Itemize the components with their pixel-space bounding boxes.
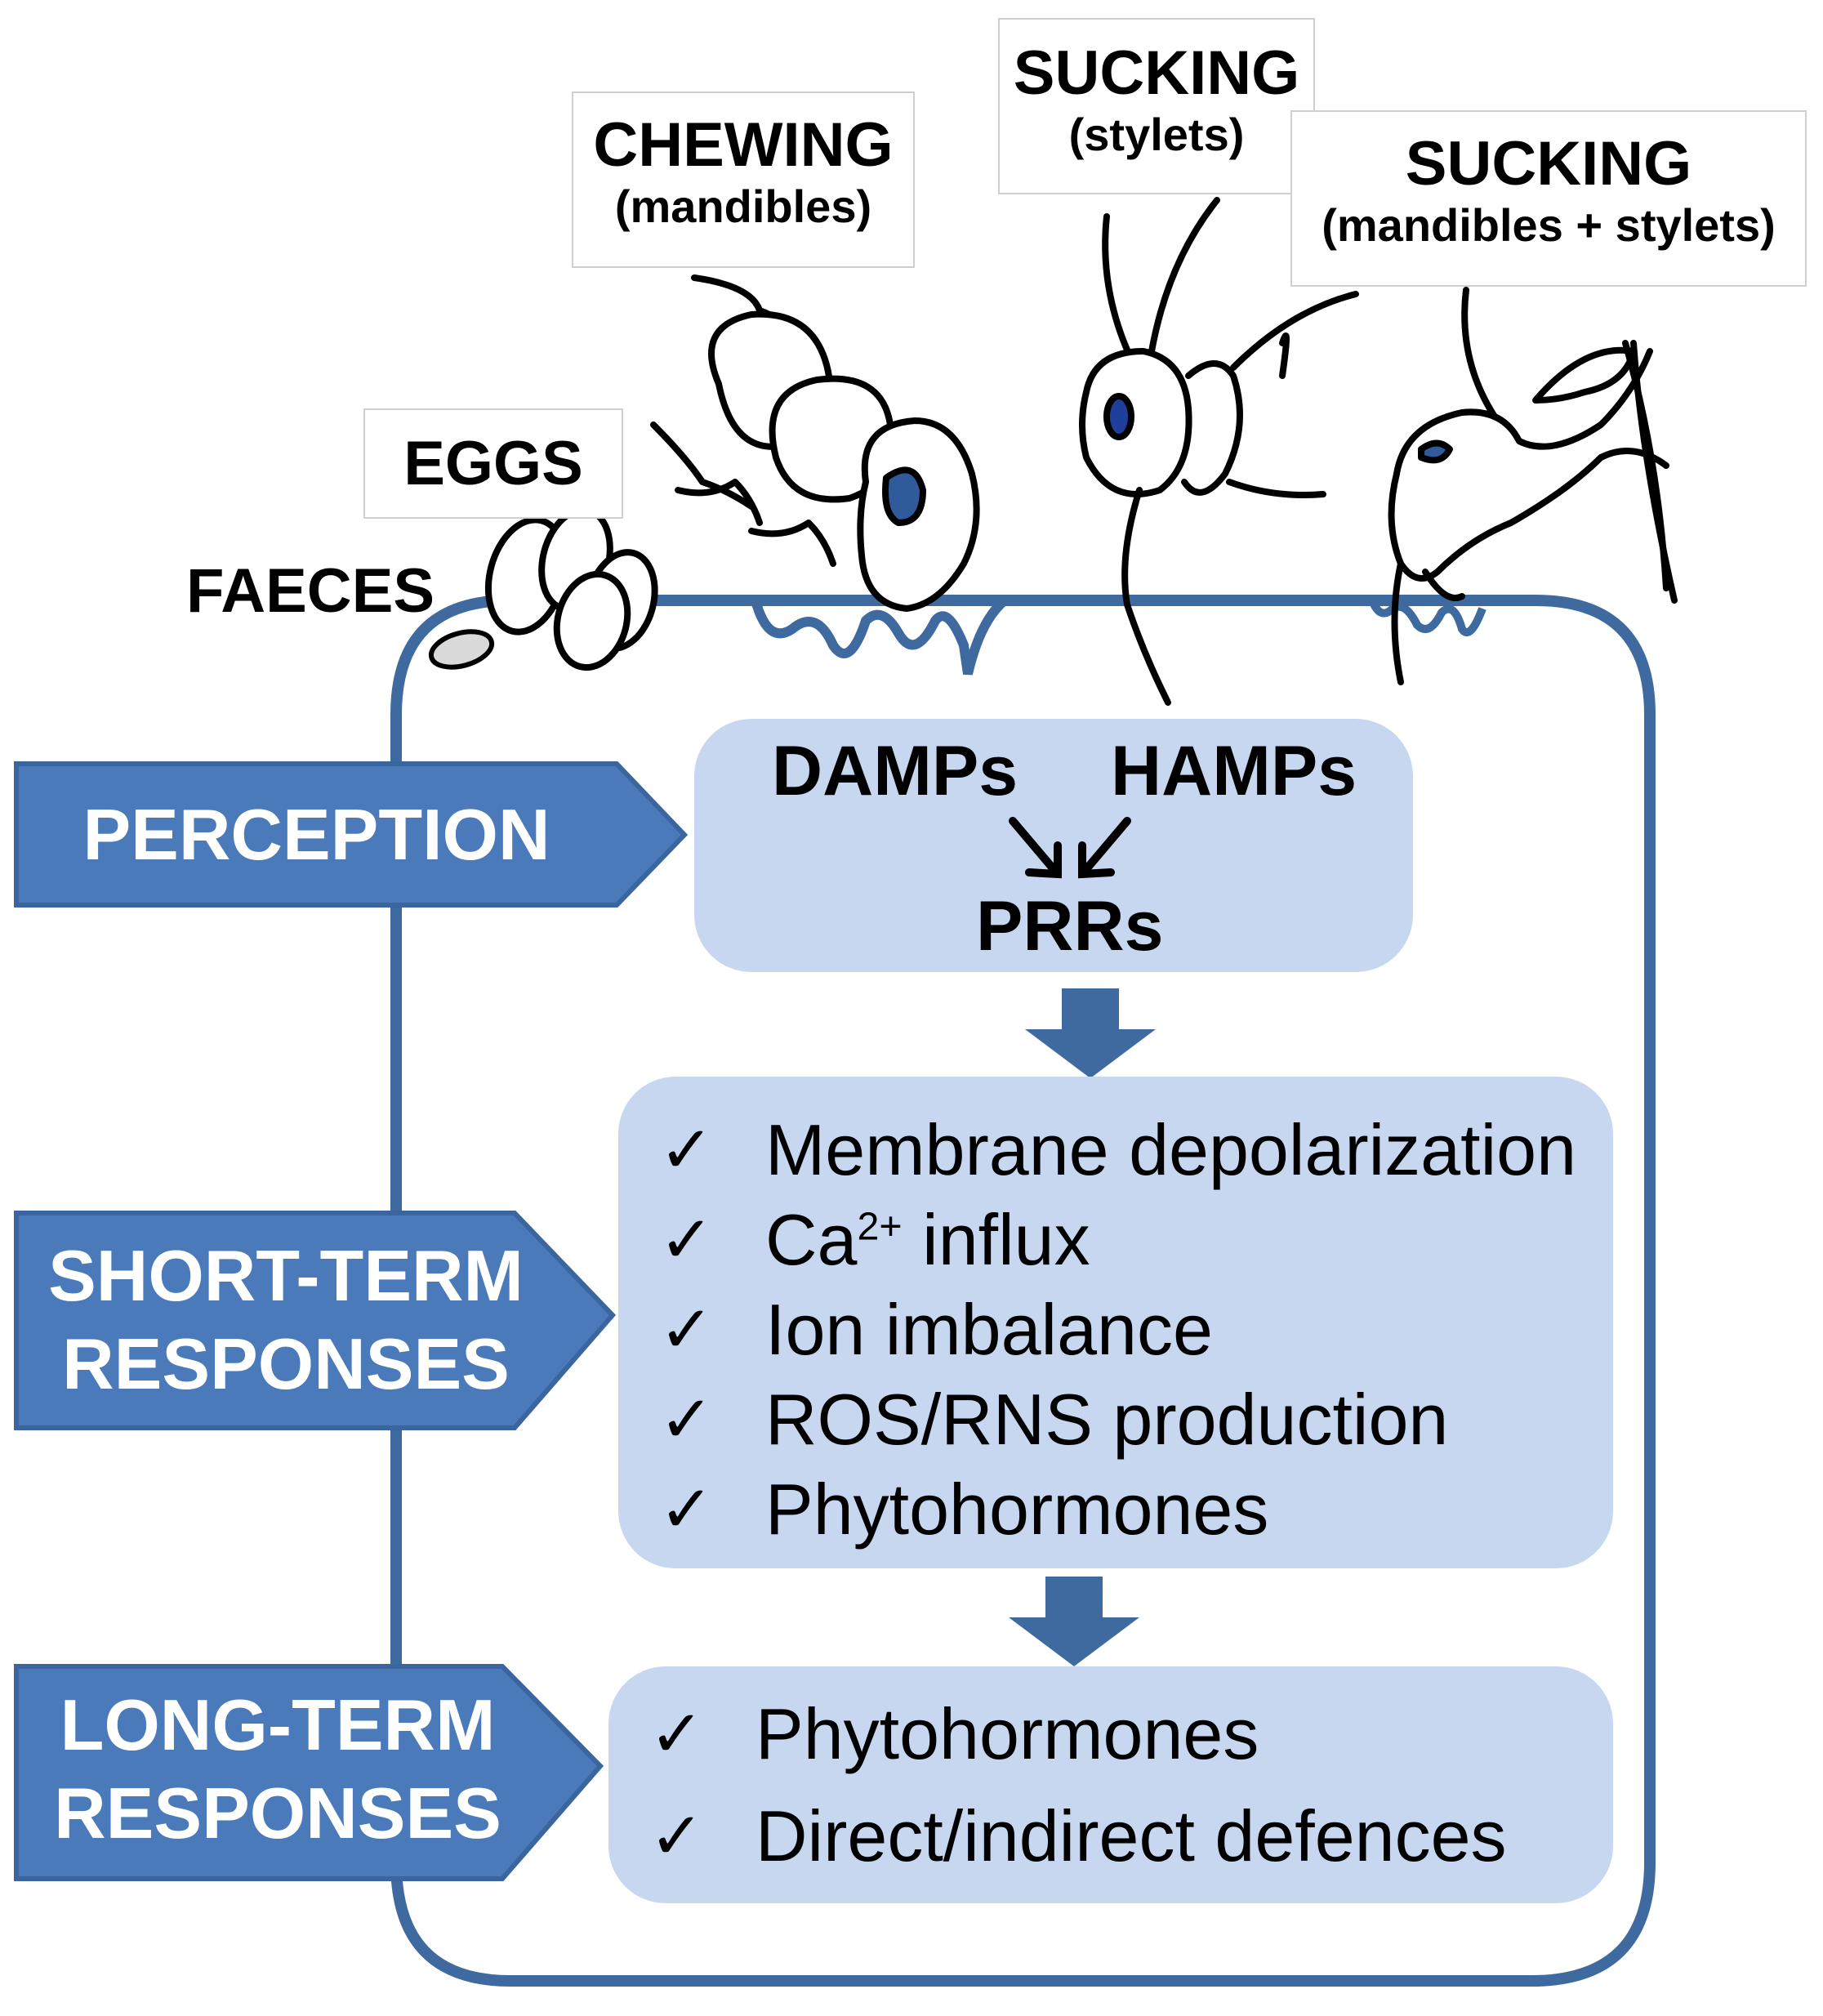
stage-label-perception: PERCEPTION bbox=[82, 794, 550, 875]
list-item: ✓Membrane depolarization bbox=[635, 1105, 1576, 1195]
sucking-mandibles-stylets-subtitle: (mandibles + stylets) bbox=[1322, 199, 1776, 252]
list-item: ✓Direct/indirect defences bbox=[625, 1785, 1507, 1887]
faeces-label: FAECES bbox=[186, 556, 435, 626]
hamps-label: HAMPs bbox=[1111, 732, 1357, 810]
damps-label: DAMPs bbox=[772, 732, 1018, 810]
chewing-label-box: CHEWING (mandibles) bbox=[572, 91, 915, 268]
flow-arrow-2 bbox=[1009, 1577, 1139, 1666]
check-icon: ✓ bbox=[649, 1800, 705, 1872]
eggs-label: EGGS bbox=[403, 429, 583, 498]
sucking-mandibles-stylets-title: SUCKING bbox=[1405, 129, 1692, 198]
check-icon: ✓ bbox=[659, 1473, 715, 1545]
flow-arrow-1 bbox=[1025, 988, 1156, 1078]
chewing-insect-icon bbox=[650, 274, 980, 612]
membrane-damage-sucking bbox=[1368, 598, 1486, 636]
faeces-icon bbox=[428, 629, 495, 670]
list-item: ✓Ca2+ influx bbox=[635, 1195, 1576, 1285]
stage-arrow-perception bbox=[14, 761, 689, 908]
sucking-stylets-title: SUCKING bbox=[1013, 38, 1300, 108]
check-icon: ✓ bbox=[659, 1293, 715, 1366]
sucking-stylets-insect-icon bbox=[1079, 197, 1359, 706]
membrane-damage-chewing bbox=[751, 596, 1008, 676]
list-item: ✓Phytohormones bbox=[625, 1683, 1507, 1785]
perception-panel: DAMPs HAMPs PRRs bbox=[694, 719, 1413, 972]
long-term-panel: ✓Phytohormones ✓Direct/indirect defences bbox=[608, 1666, 1613, 1903]
check-icon: ✓ bbox=[649, 1697, 705, 1770]
short-term-list: ✓Membrane depolarization ✓Ca2+ influx ✓I… bbox=[635, 1105, 1576, 1554]
chewing-title: CHEWING bbox=[593, 110, 894, 180]
short-term-panel: ✓Membrane depolarization ✓Ca2+ influx ✓I… bbox=[618, 1077, 1613, 1568]
sucking-stylets-subtitle: (stylets) bbox=[1068, 109, 1245, 161]
long-term-list: ✓Phytohormones ✓Direct/indirect defences bbox=[625, 1683, 1507, 1887]
list-item: ✓ROS/RNS production bbox=[635, 1375, 1576, 1465]
check-icon: ✓ bbox=[659, 1383, 715, 1456]
chewing-subtitle: (mandibles) bbox=[614, 181, 872, 233]
sucking-mandibles-stylets-insect-icon bbox=[1388, 287, 1678, 685]
eggs-label-box: EGGS bbox=[363, 408, 623, 519]
list-item: ✓Phytohormones bbox=[635, 1465, 1576, 1554]
eggs-icon bbox=[484, 506, 658, 671]
perception-converge-arrows bbox=[1009, 817, 1131, 879]
list-item: ✓Ion imbalance bbox=[635, 1285, 1576, 1375]
stage-arrow-short-term bbox=[14, 1211, 617, 1430]
stage-arrow-long-term bbox=[14, 1664, 604, 1881]
check-icon: ✓ bbox=[659, 1113, 715, 1186]
check-icon: ✓ bbox=[659, 1203, 715, 1276]
prrs-label: PRRs bbox=[976, 887, 1164, 966]
sucking-mandibles-stylets-label-box: SUCKING (mandibles + stylets) bbox=[1290, 110, 1807, 287]
sucking-stylets-label-box: SUCKING (stylets) bbox=[998, 18, 1315, 194]
cell-outline bbox=[390, 595, 1656, 1987]
